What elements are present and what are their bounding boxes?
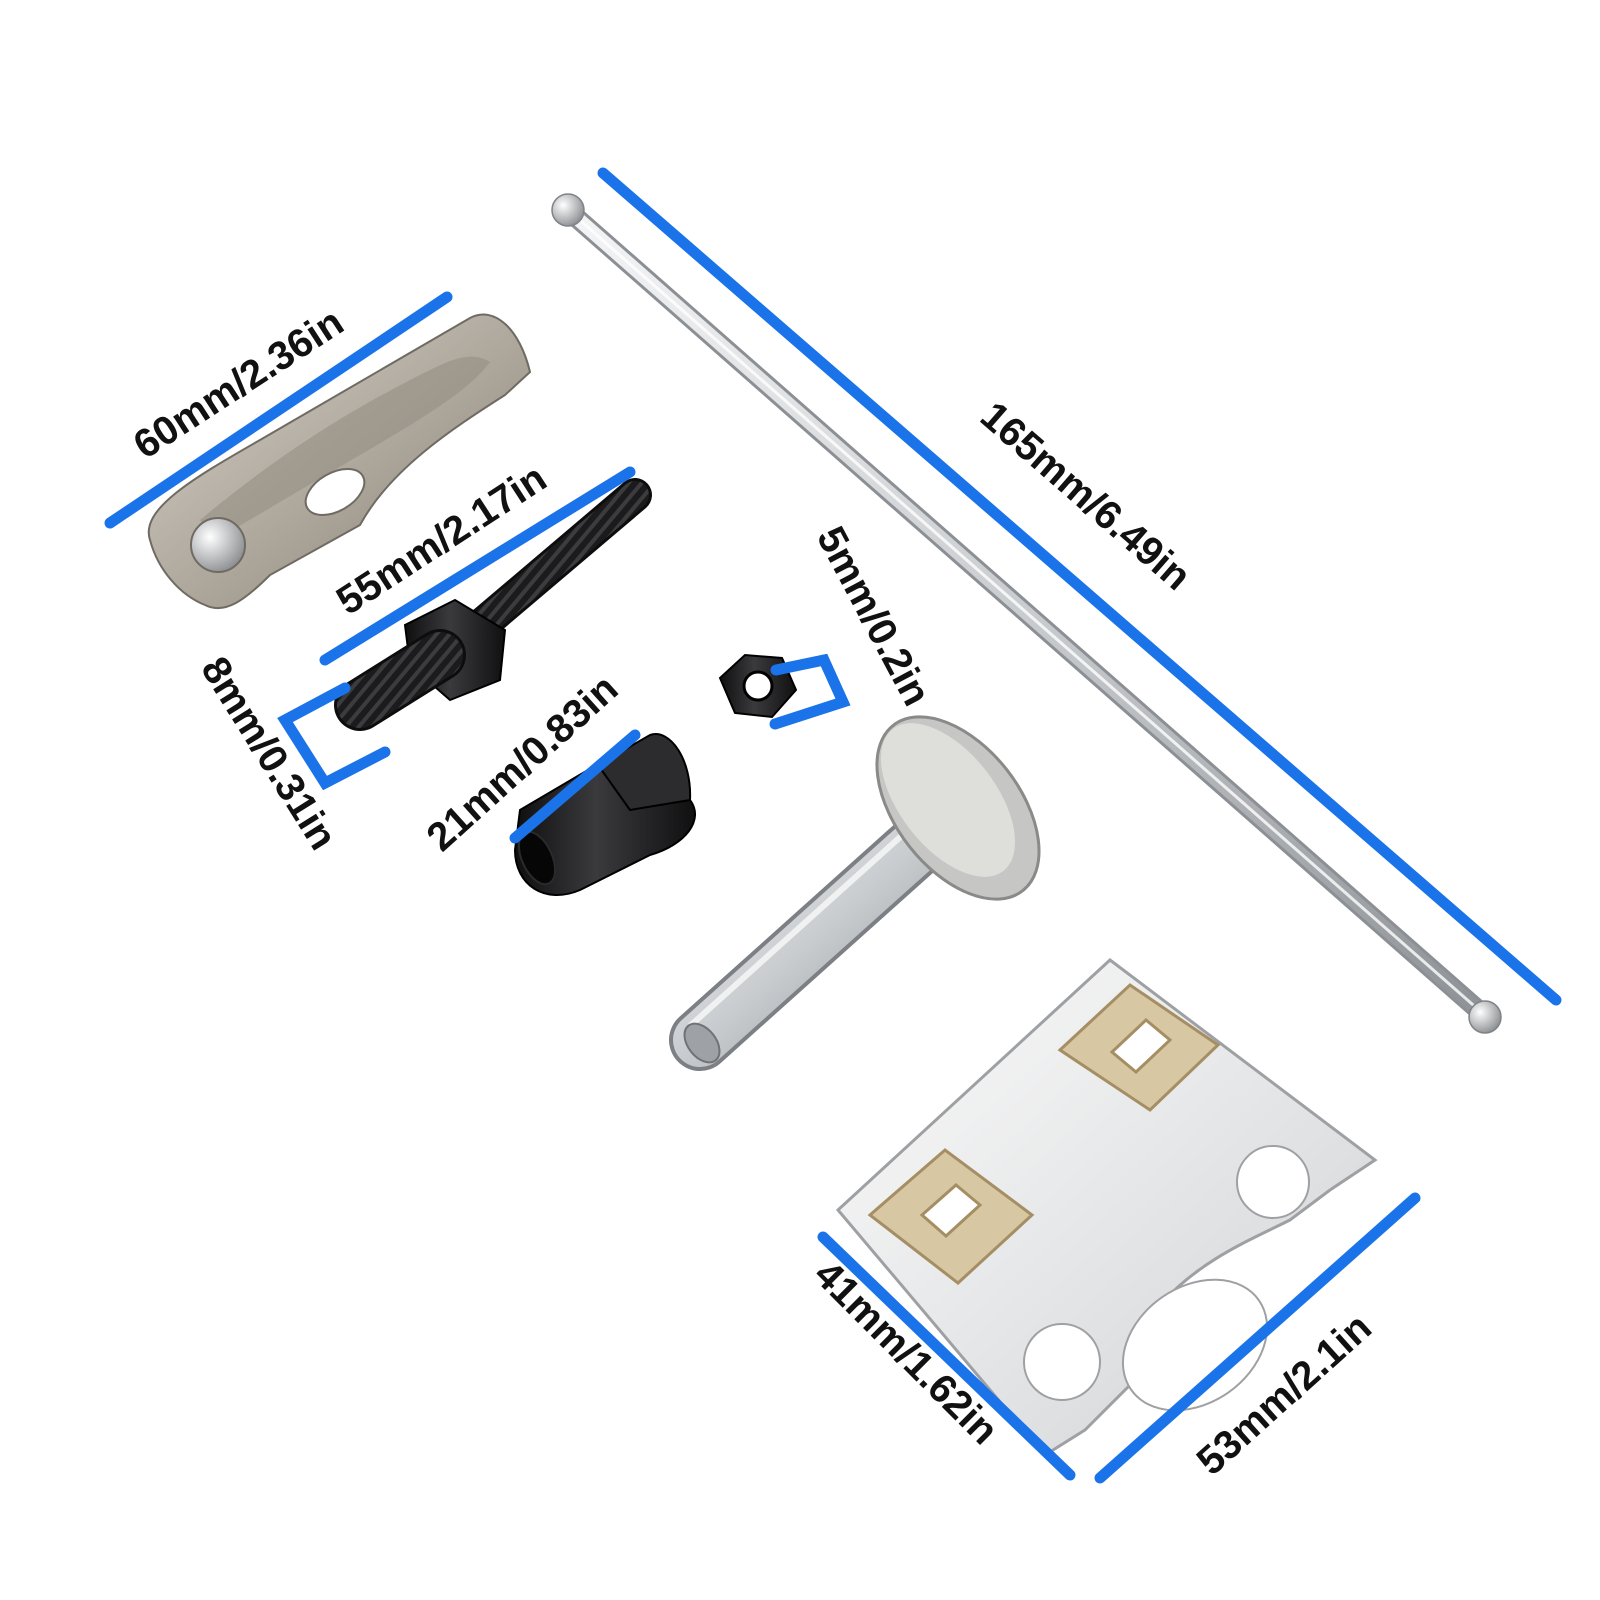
rocker-arm — [147, 313, 532, 610]
push-rod-ball-end-top — [551, 193, 585, 227]
valve-stem-tip — [683, 1022, 721, 1064]
measure-line-rocker-arm — [104, 291, 453, 529]
bushing-upper — [1057, 983, 1221, 1112]
push-rod-guide-plate — [835, 958, 1378, 1457]
plate-hole-left — [1023, 1323, 1101, 1401]
rocker-arm-slot — [304, 468, 366, 516]
measure-line-spacer — [509, 729, 641, 844]
measure-line-plate-width — [1094, 1192, 1421, 1484]
measure-line-stud-length — [319, 466, 636, 666]
rocker-arm-pivot-ball — [190, 517, 246, 573]
label-nut: 5mm/0.2in — [808, 520, 939, 713]
valve — [669, 715, 1041, 1071]
label-stud-thread: 8mm/0.31in — [192, 649, 345, 857]
measure-line-push-rod — [597, 167, 1562, 1006]
measure-line-plate-height — [817, 1231, 1076, 1481]
rocker-stud — [334, 478, 652, 731]
measure-bracket-nut — [769, 653, 851, 730]
measurement-lines — [104, 167, 1562, 1484]
push-rod-ball-end-bottom — [1468, 1000, 1502, 1034]
hex-nut-hole — [742, 670, 774, 702]
bushing-lower — [867, 1148, 1035, 1285]
plate-hole-right — [1236, 1145, 1310, 1219]
plate-large-cutout — [1121, 1278, 1269, 1412]
measure-bracket-stud-thread — [277, 682, 391, 791]
label-push-rod: 165mm/6.49in — [972, 394, 1199, 599]
push-rod — [551, 193, 1502, 1034]
